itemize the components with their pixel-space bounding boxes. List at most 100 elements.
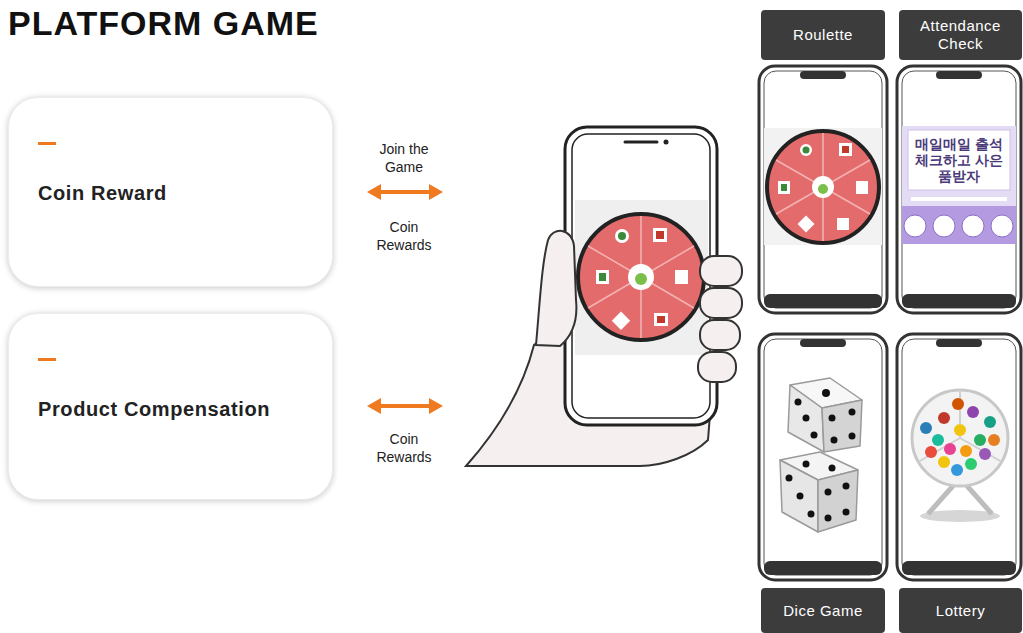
phone-illustration-part bbox=[625, 141, 657, 144]
dice-phone-part bbox=[764, 561, 882, 575]
lottery-phone-part bbox=[902, 561, 1016, 575]
attendance-phone-part bbox=[933, 215, 955, 237]
roulette-phone-part bbox=[837, 218, 849, 230]
dice-phone-part-part bbox=[818, 470, 858, 532]
hand-fingers-part bbox=[700, 288, 742, 318]
lottery-phone-part-part bbox=[932, 434, 944, 446]
dice-phone-part-part bbox=[831, 437, 838, 444]
phone-illustration-part-part bbox=[654, 313, 668, 326]
tab-label: Attendance Check bbox=[907, 17, 1014, 53]
roulette-phone-part bbox=[803, 147, 810, 154]
lottery-phone-part-part bbox=[974, 434, 986, 446]
lottery-phone-part-part bbox=[979, 448, 991, 460]
lottery-phone-part bbox=[936, 339, 982, 347]
dice-phone-part-part bbox=[780, 460, 818, 532]
attendance-phone-part bbox=[962, 215, 984, 237]
roulette-phone-part bbox=[798, 216, 815, 233]
dice-phone-part-part bbox=[849, 409, 856, 416]
phone-illustration-part-part bbox=[615, 229, 629, 243]
roulette-phone-part bbox=[812, 176, 834, 198]
banner-text: 매일매일 출석체크하고 사은품받자 bbox=[915, 136, 1003, 184]
hand-fingers-part bbox=[700, 320, 740, 350]
card-heading: Product Compensation bbox=[38, 398, 270, 421]
phone-illustration-part bbox=[628, 264, 654, 290]
hand-fingers-part bbox=[700, 256, 742, 286]
lottery-phone-part bbox=[902, 339, 1016, 575]
arrow-label: Coin Rewards bbox=[376, 431, 431, 465]
dice-phone-part-part bbox=[797, 493, 804, 500]
dice-phone-part-part bbox=[808, 511, 815, 518]
lottery-phone-part bbox=[920, 398, 1000, 476]
roulette-phone bbox=[759, 66, 887, 313]
reward-card: Product Compensation bbox=[8, 313, 333, 500]
arrow-label-box: Coin Rewards bbox=[368, 218, 440, 254]
double-arrow-part bbox=[429, 398, 443, 414]
double-arrow bbox=[367, 398, 443, 414]
dice-phone-part-part bbox=[822, 389, 830, 397]
phone-illustration-part bbox=[578, 214, 704, 340]
phone-illustration-part-part bbox=[618, 232, 626, 240]
roulette-phone-part bbox=[856, 181, 868, 194]
lottery-phone-part-part bbox=[984, 416, 996, 428]
card-text: Coin Reward bbox=[38, 182, 167, 205]
lottery-phone-part-part bbox=[988, 434, 1000, 446]
hand-fingers-part bbox=[698, 352, 736, 382]
roulette-phone-part bbox=[767, 131, 879, 243]
hand-fingers bbox=[536, 231, 742, 382]
attendance-phone-part bbox=[902, 294, 1016, 308]
phone-illustration-part bbox=[635, 273, 647, 285]
roulette-phone-part bbox=[818, 184, 828, 194]
dice-phone bbox=[759, 334, 887, 580]
lottery-phone bbox=[897, 334, 1021, 580]
accent-dash bbox=[38, 358, 56, 361]
roulette-phone-part bbox=[800, 144, 812, 156]
lottery-phone-part-part bbox=[938, 412, 950, 424]
phone-illustration-part-part bbox=[656, 231, 664, 239]
attendance-phone-part bbox=[936, 71, 982, 79]
lottery-phone-part-part bbox=[920, 422, 932, 434]
phone-illustration-part bbox=[572, 134, 710, 418]
lottery-phone-part-part bbox=[925, 446, 937, 458]
roulette-phone-part bbox=[781, 184, 787, 191]
lottery-phone-part-part bbox=[938, 456, 950, 468]
roulette-phone-part bbox=[764, 294, 882, 308]
page-title: PLATFORM GAME bbox=[8, 4, 319, 43]
dice-phone-part bbox=[780, 378, 862, 532]
dice-phone-part-part bbox=[843, 509, 850, 516]
dice-phone-part-part bbox=[825, 489, 832, 496]
dice-phone-part bbox=[764, 339, 882, 575]
roulette-phone-part bbox=[842, 146, 849, 153]
arrow-label-box: Join the Game bbox=[368, 140, 440, 176]
dice-phone-part-part bbox=[803, 415, 810, 422]
hand-fingers-part bbox=[536, 231, 576, 346]
double-arrow-part bbox=[367, 184, 381, 200]
phone-illustration-part-part bbox=[657, 316, 665, 323]
lottery-phone-part-part bbox=[951, 464, 963, 476]
tab-label: Dice Game bbox=[783, 602, 863, 620]
card-text: Product Compensation bbox=[38, 398, 270, 421]
phone-illustration bbox=[565, 127, 717, 425]
phone-illustration-part-part bbox=[596, 270, 609, 284]
tab-label: Roulette bbox=[793, 26, 853, 44]
dice-phone-part-part bbox=[811, 432, 818, 439]
phone-illustration-part-part bbox=[675, 270, 688, 284]
lottery-phone-part-part bbox=[952, 398, 964, 410]
dice-phone-part-part bbox=[849, 433, 856, 440]
lottery-phone-part-part bbox=[965, 458, 977, 470]
double-arrow-part bbox=[367, 398, 381, 414]
attendance-phone-part bbox=[902, 206, 1016, 244]
double-arrow-part bbox=[378, 190, 432, 194]
roulette-phone-part bbox=[759, 66, 887, 313]
phone-illustration-part-part bbox=[612, 312, 630, 330]
attendance-phone-part bbox=[908, 130, 1010, 190]
game-tab: Dice Game bbox=[761, 588, 885, 633]
attendance-phone-part bbox=[991, 215, 1013, 237]
attendance-phone-part bbox=[902, 126, 1016, 244]
tab-label: Lottery bbox=[936, 602, 985, 620]
card-heading: Coin Reward bbox=[38, 182, 167, 205]
roulette-phone-part bbox=[764, 71, 882, 308]
lottery-phone-part-part bbox=[960, 445, 972, 457]
roulette-phone-part bbox=[764, 128, 882, 245]
dice-phone-part-part bbox=[822, 400, 862, 452]
roulette-phone-part bbox=[776, 133, 870, 241]
